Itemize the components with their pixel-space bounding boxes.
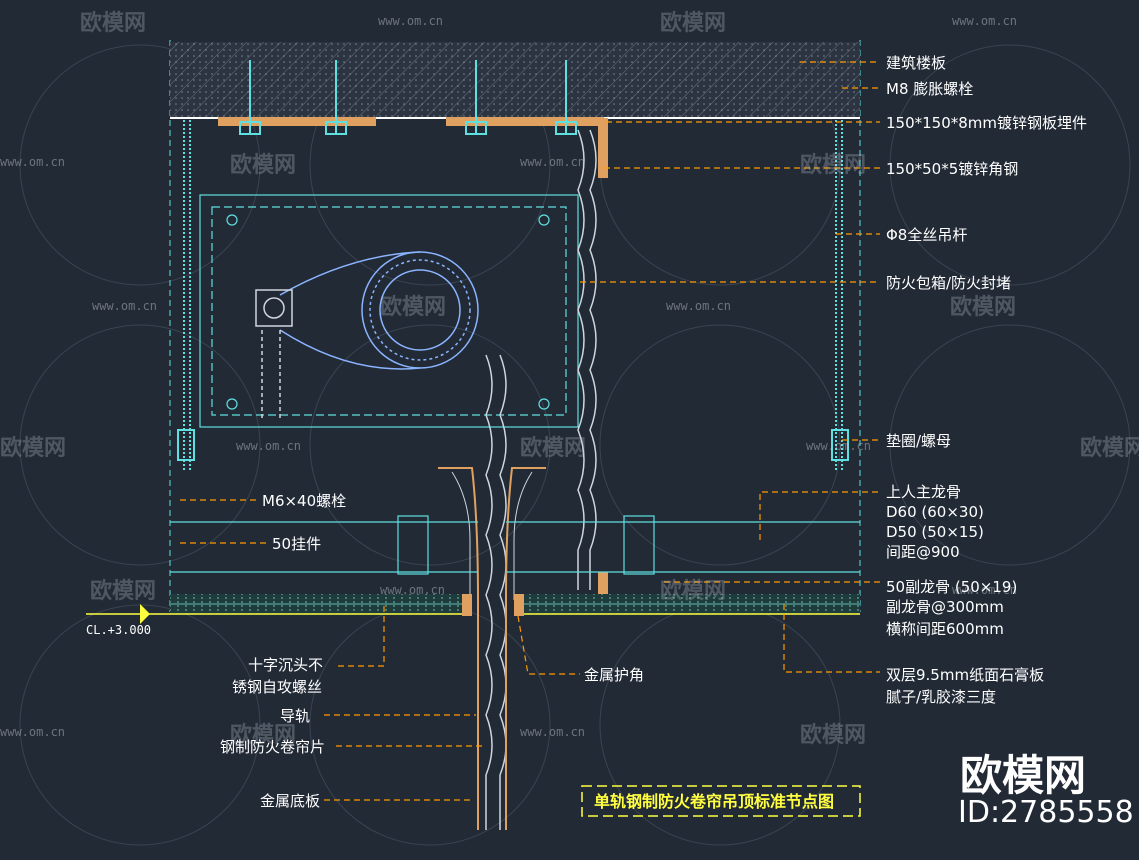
embed-plates: [218, 117, 604, 126]
leader-lines: [180, 61, 880, 801]
watermark-url: www.om.cn: [378, 14, 443, 28]
watermark-url: www.om.cn: [520, 725, 585, 739]
hanger-rods: [177, 120, 849, 470]
watermark-id: ID:2785558: [958, 795, 1134, 830]
label-fire-box: 防火包箱/防火封堵: [886, 274, 1011, 292]
gypsum-board: [86, 594, 860, 615]
watermark-brand: 欧模网: [950, 294, 1016, 320]
roller-drum: [255, 251, 479, 420]
watermark-url: www.om.cn: [520, 155, 585, 169]
label-slab: 建筑楼板: [886, 54, 946, 72]
label-main-keel-3: D50 (50×15): [886, 523, 984, 541]
label-sub-keel-1: 50副龙骨 (50×19): [886, 578, 1017, 596]
boundary-lines: [169, 40, 861, 612]
level-marker: [140, 604, 150, 624]
watermark-brand: 欧模网: [520, 435, 586, 461]
watermark-brand: 欧模网: [1080, 435, 1139, 461]
watermark-logo: 欧模网: [960, 751, 1086, 800]
labels-right: 建筑楼板 M8 膨胀螺栓 150*150*8mm镀锌钢板埋件 150*50*5镀…: [886, 54, 1087, 706]
label-main-keel-2: D60 (60×30): [886, 503, 984, 521]
label-washer: 垫圈/螺母: [886, 432, 951, 450]
watermark-brand: 欧模网: [660, 10, 726, 36]
label-screw-1: 十字沉头不: [248, 656, 323, 674]
drawing-title: 单轨钢制防火卷帘吊顶标准节点图: [594, 792, 834, 811]
label-angle-steel: 150*50*5镀锌角钢: [886, 160, 1018, 178]
label-screw-2: 锈钢自攻螺丝: [232, 678, 322, 696]
metal-corners: [462, 594, 524, 616]
label-curtain: 钢制防火卷帘片: [220, 738, 325, 756]
angle-steel: [598, 118, 608, 594]
watermark-brand: 欧模网: [0, 435, 66, 461]
label-metal-corner: 金属护角: [584, 666, 644, 684]
labels-left: M6×40螺栓 50挂件 十字沉头不 锈钢自攻螺丝 导轨 钢制防火卷帘片 金属底…: [220, 492, 346, 810]
watermark-url: www.om.cn: [0, 725, 65, 739]
label-sub-keel-2: 副龙骨@300mm: [886, 598, 1004, 616]
watermark-brand: 欧模网: [800, 722, 866, 748]
label-gypsum-2: 腻子/乳胶漆三度: [886, 688, 996, 706]
label-bolt-m8: M8 膨胀螺栓: [886, 80, 973, 98]
label-main-keel-4: 间距@900: [886, 543, 960, 561]
watermark-url: www.om.cn: [952, 583, 1017, 597]
watermark-brand: 欧模网: [800, 152, 866, 178]
label-gypsum-1: 双层9.5mm纸面石膏板: [886, 666, 1044, 684]
watermark-brand: 欧模网: [90, 578, 156, 604]
label-main-keel-1: 上人主龙骨: [886, 483, 961, 501]
label-sub-keel-3: 横称间距600mm: [886, 620, 1004, 638]
label-hanger: 50挂件: [272, 535, 321, 553]
label-rail: 导轨: [280, 707, 310, 725]
watermark-url: www.om.cn: [380, 583, 445, 597]
title-block: 单轨钢制防火卷帘吊顶标准节点图: [581, 785, 861, 817]
guide-rail: [438, 467, 546, 830]
watermark-url: www.om.cn: [236, 439, 301, 453]
watermark-brand: 欧模网: [230, 152, 296, 178]
level-mark: CL.+3.000: [86, 623, 151, 637]
main-keel: [170, 515, 860, 575]
concrete-slab: [170, 42, 860, 119]
watermark-url: www.om.cn: [806, 439, 871, 453]
watermark-brand: 欧模网: [230, 722, 296, 748]
watermark-url: www.om.cn: [0, 155, 65, 169]
watermark-url: www.om.cn: [952, 14, 1017, 28]
watermark-url: www.om.cn: [666, 299, 731, 313]
watermark-brand: 欧模网: [80, 10, 146, 36]
label-bolt-m6: M6×40螺栓: [262, 492, 346, 510]
watermarks: 欧模网 www.om.cn 欧模网 www.om.cn www.om.cn 欧模…: [0, 10, 1139, 830]
label-rod: Φ8全丝吊杆: [886, 226, 967, 244]
watermark-brand: 欧模网: [660, 578, 726, 604]
watermark-brand: 欧模网: [380, 294, 446, 320]
label-embed-plate: 150*150*8mm镀锌钢板埋件: [886, 114, 1087, 132]
watermark-url: www.om.cn: [92, 299, 157, 313]
label-base-plate: 金属底板: [260, 792, 320, 810]
expansion-bolts: [239, 60, 577, 135]
